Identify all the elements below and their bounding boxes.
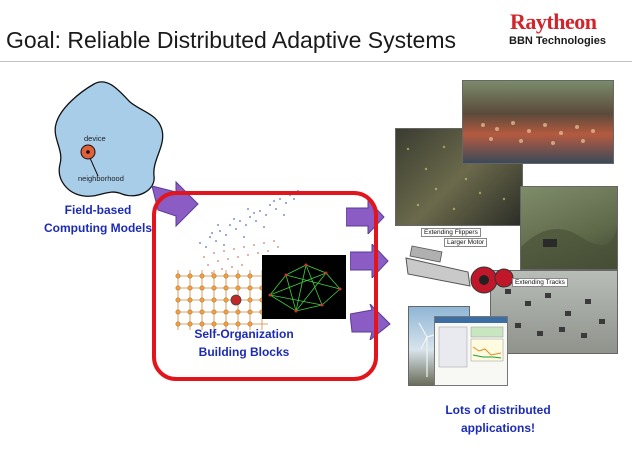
larger-motor-label: Larger Motor <box>444 238 488 247</box>
extending-tracks-label: Extending Tracks <box>512 278 568 287</box>
building-blocks-highlight-frame <box>152 191 378 381</box>
field-caption-line-2: Computing Models <box>44 221 152 235</box>
field-caption-line-1: Field-based <box>64 203 132 217</box>
applications-caption-line-1: Lots of distributed <box>445 403 551 417</box>
arrow-blocks-to-apps-3 <box>350 304 391 340</box>
logo-subtitle: BBN Technologies <box>509 35 606 47</box>
gradient-network-visualization <box>175 270 268 330</box>
crowd-photo <box>462 80 614 164</box>
applications-caption-line-2: applications! <box>460 421 535 435</box>
device-label: device <box>84 134 106 143</box>
field-blob <box>54 81 164 197</box>
raytheon-logo: Raytheon <box>510 9 597 34</box>
slide-title: Goal: Reliable Distributed Adaptive Syst… <box>6 27 456 53</box>
building-blocks-caption-line-2: Building Blocks <box>198 345 290 359</box>
device-dot <box>86 150 90 154</box>
point-cloud-visualization <box>199 190 299 274</box>
building-blocks-caption-line-1: Self-Organization <box>194 327 294 341</box>
title-divider <box>0 61 632 62</box>
mesh-network-screenshot <box>262 255 346 319</box>
field-caption: Field-based Computing Models <box>38 201 158 237</box>
extending-flippers-label: Extending Flippers <box>421 228 481 237</box>
neighborhood-pointer <box>89 157 99 177</box>
tracked-robot-drawing <box>405 245 514 294</box>
sensor-monitor-plot <box>435 317 507 368</box>
crowd-photo-texture <box>481 121 595 145</box>
applications-caption: Lots of distributed applications! <box>430 401 566 437</box>
robot-swarm-arena-texture <box>505 289 605 338</box>
tracked-robot-diagram <box>398 228 518 300</box>
sensor-monitor-screenshot <box>434 316 508 386</box>
field-blob-diagram <box>54 81 164 197</box>
terrain-robot-photo <box>520 186 618 270</box>
terrain-robot-texture <box>521 227 617 269</box>
neighborhood-label: neighborhood <box>78 174 124 183</box>
arrow-blocks-to-apps-2 <box>350 244 389 278</box>
swarm-photo <box>395 128 523 226</box>
gradient-source-node <box>230 294 242 306</box>
mesh-network-graph <box>268 263 342 313</box>
building-blocks-caption: Self-Organization Building Blocks <box>176 325 312 361</box>
